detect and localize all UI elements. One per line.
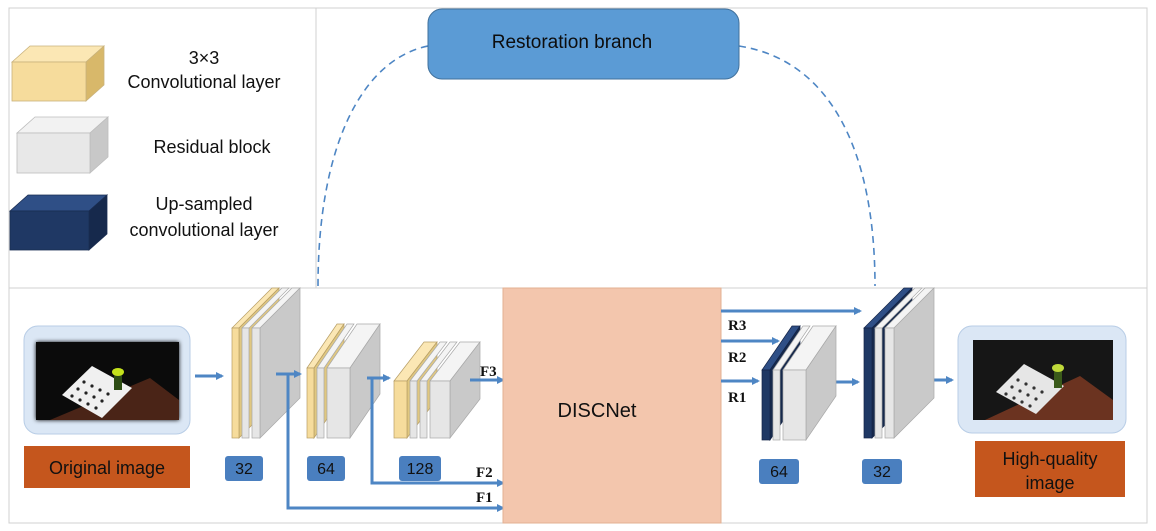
encoder-badge-128 (399, 456, 441, 481)
restoration-arc-left (317, 45, 429, 287)
encoder-channels-0: 32 (235, 461, 253, 478)
discnet-box (502, 287, 722, 524)
legend: 3×3 Convolutional layer Residual block U… (8, 45, 281, 251)
feature-f2: F2 (476, 465, 493, 481)
legend-upsampled-line2: convolutional layer (129, 220, 278, 240)
legend-upsampled-cube (8, 194, 109, 251)
legend-residual-cube (15, 116, 110, 174)
decoder-channels-1: 32 (873, 464, 891, 481)
feature-f1: F1 (476, 490, 493, 506)
decoder-stage-2 (863, 287, 935, 439)
feature-f3: F3 (480, 364, 497, 380)
output-image (973, 340, 1113, 420)
restoration-branch-box (427, 8, 740, 80)
decoder-channels-0: 64 (770, 464, 788, 481)
legend-conv-line2: Convolutional layer (127, 72, 280, 92)
feature-r1: R1 (728, 390, 746, 406)
input-label-box (24, 446, 190, 488)
legend-conv-line1: 3×3 (189, 48, 220, 68)
skip-f2-path (370, 378, 505, 487)
encoder-arrows (195, 370, 505, 512)
encoder-badge-32 (225, 456, 263, 481)
legend-upsampled-line1: Up-sampled (155, 194, 252, 214)
discnet-label: DISCNet (558, 400, 637, 422)
encoder-stage-3 (393, 340, 481, 440)
input-label: Original image (49, 458, 165, 478)
legend-conv-cube (10, 45, 106, 102)
output-label-line2: image (1025, 473, 1074, 493)
restoration-branch-label: Restoration branch (492, 32, 653, 53)
encoder-stage-1 (231, 287, 301, 439)
encoder-channels-2: 128 (407, 461, 434, 478)
encoder-stage-2 (306, 322, 381, 440)
decoder-badge-32 (862, 459, 902, 484)
output-label-box (975, 441, 1125, 497)
restoration-arc-right (738, 45, 876, 287)
input-image (36, 342, 179, 420)
decoder-badge-64 (759, 459, 799, 484)
decoder-stage-1 (761, 324, 837, 442)
output-label-line1: High-quality (1002, 449, 1097, 469)
feature-r3: R3 (728, 318, 746, 334)
feature-r2: R2 (728, 350, 746, 366)
legend-residual-label: Residual block (153, 137, 271, 157)
encoder-badge-64 (307, 456, 345, 481)
encoder-channels-1: 64 (317, 461, 335, 478)
skip-f1-path (286, 374, 505, 512)
